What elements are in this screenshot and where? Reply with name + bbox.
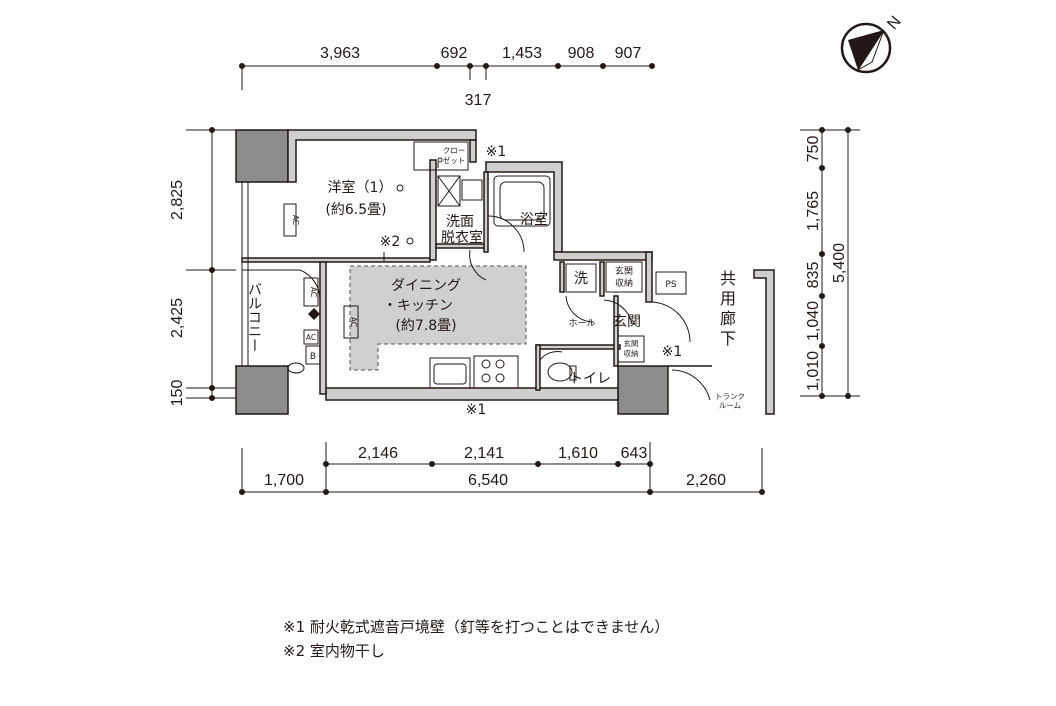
dim-bottom-outer-3: 2,260 (686, 472, 726, 489)
dim-top-4: 908 (568, 45, 595, 62)
dim-bottom-inner-3: 1,610 (558, 445, 598, 462)
toilet-label: トイレ (569, 371, 611, 387)
dim-top-1: 3,963 (320, 45, 360, 62)
dim-bottom-inner-2: 2,141 (464, 445, 504, 462)
dim-top-2: 692 (441, 45, 468, 62)
washer-label: 洗 (574, 271, 588, 287)
washroom-label-1: 洗面 (446, 214, 474, 230)
dim-right-2: 1,765 (805, 191, 822, 231)
ldk-area (349, 265, 527, 371)
fixtures (283, 141, 711, 401)
marker-1-top: ※1 (486, 144, 507, 160)
bathroom-label: 浴室 (520, 211, 548, 228)
washroom-label-2: 脱衣室 (441, 229, 483, 246)
note-1: ※1 耐火乾式遮音戸境壁（釘等を打つことはできません） (283, 618, 670, 636)
dim-left-1: 2,825 (169, 180, 186, 220)
trunk-room-label-2: ルーム (719, 401, 741, 410)
marker-1-bottom: ※1 (466, 402, 487, 418)
corridor-char-2: 用 (720, 289, 736, 308)
corridor-char-3: 廊 (720, 309, 736, 328)
marker-1-right: ※1 (662, 344, 683, 360)
entrance-storage-label-2: 収納 (615, 277, 633, 289)
dim-bottom-inner-4: 643 (621, 445, 648, 462)
b-box-label: B (310, 352, 316, 362)
corridor-char-4: 下 (720, 329, 736, 348)
ldk-name-1: ダイニング (391, 278, 461, 294)
trunk-room-label-1: トランク (715, 392, 745, 401)
ac-label-3: AC (349, 317, 358, 327)
western-room-size: (約6.5畳) (325, 202, 386, 218)
dim-right-4: 1,040 (805, 301, 822, 341)
compass-icon (840, 22, 892, 74)
outlet-icon (308, 308, 320, 320)
closet-label-1: クロー (443, 146, 466, 155)
western-room-name: 洋室（1） (328, 179, 393, 196)
dim-right-5: 1,010 (805, 351, 822, 391)
ps-label: PS (665, 280, 676, 290)
dim-right-1: 750 (805, 136, 822, 163)
ac-label-1: AC (291, 215, 300, 225)
closet-label-2: ゼット (443, 155, 466, 165)
hall-label: ホール (568, 318, 595, 329)
ac-label-2: AC (309, 287, 318, 297)
ldk-name-2: ・キッチン (383, 298, 453, 314)
walls (241, 129, 775, 415)
ldk-size: (約7.8畳) (395, 318, 456, 334)
entrance-storage-label-1: 玄関 (615, 265, 633, 277)
marker-2: ※2 (380, 234, 401, 250)
corridor-char-1: 共 (720, 269, 736, 288)
dim-bottom-outer-1: 1,700 (264, 472, 304, 489)
dim-top-3: 1,453 (502, 45, 542, 62)
dim-right-3: 835 (805, 262, 822, 289)
dim-bottom-inner-1: 2,146 (358, 445, 398, 462)
balcony-area (241, 182, 300, 366)
ac-label-4: AC (306, 333, 316, 342)
entrance-label: 玄関 (613, 313, 641, 330)
dim-top-5: 907 (615, 45, 642, 62)
entrance-storage-b-label-2: 収納 (624, 348, 639, 358)
balcony-label: バルコニー (246, 282, 262, 352)
dimension-lines (186, 63, 860, 495)
dim-left-3: 150 (169, 380, 186, 407)
compass-label: N (884, 13, 904, 33)
dim-left-2: 2,425 (169, 298, 186, 338)
dim-bottom-outer-2: 6,540 (468, 472, 508, 489)
note-2: ※2 室内物干し (283, 642, 385, 660)
entrance-storage-b-label-1: 玄関 (624, 338, 639, 348)
dim-right-total: 5,400 (831, 243, 848, 283)
dim-top-small: 317 (465, 92, 492, 109)
